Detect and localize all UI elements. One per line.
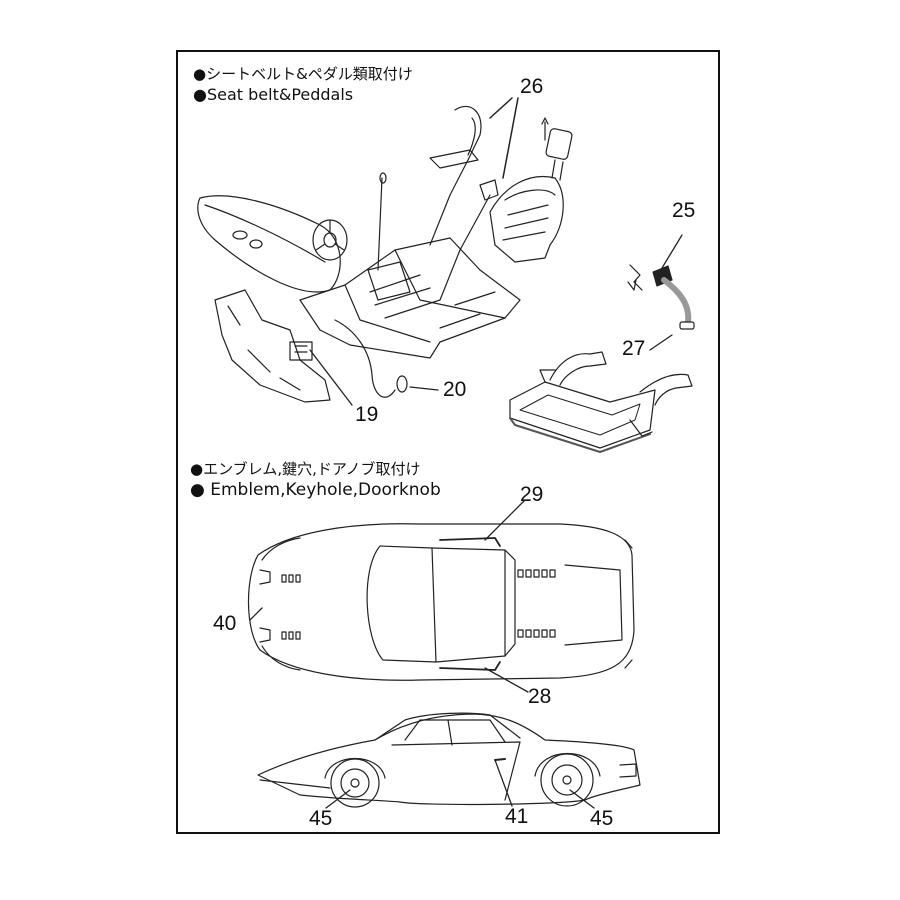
section1-heading-en: ●Seat belt&Peddals: [193, 85, 354, 104]
car-top-view: [247, 499, 635, 693]
callout-45-front: 45: [309, 807, 333, 830]
callout-40: 40: [213, 612, 237, 635]
callout-26: 26: [520, 75, 544, 98]
callout-29: 29: [520, 483, 544, 506]
car-side-view: [257, 712, 641, 809]
section2-heading-jp: ●エンブレム,鍵穴,ドアノブ取付け: [190, 460, 421, 478]
seat-frame-illustration: [509, 351, 693, 453]
callout-28: 28: [528, 685, 552, 708]
callout-25: 25: [672, 199, 696, 222]
section2-heading-en: ● Emblem,Keyhole,Doorknob: [190, 480, 441, 500]
section1-heading-jp: ●シートベルト&ペダル類取付け: [193, 65, 413, 83]
callout-41: 41: [505, 805, 529, 828]
callout-19: 19: [355, 403, 379, 426]
callout-20: 20: [443, 378, 467, 401]
callout-27: 27: [622, 337, 646, 360]
callout-45-rear: 45: [590, 807, 614, 830]
interior-floor-illustration: [197, 97, 573, 406]
harness-illustration: [627, 234, 695, 351]
